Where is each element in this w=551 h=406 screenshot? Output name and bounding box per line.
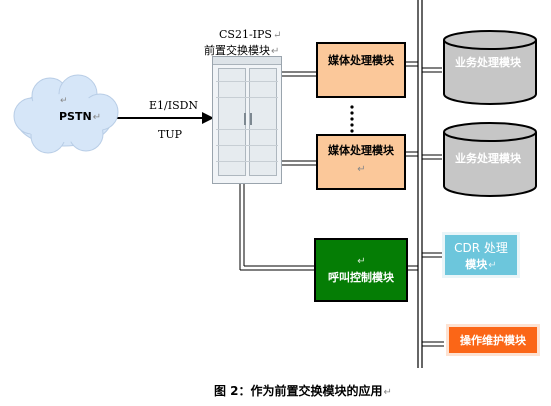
media-processing-module-1: 媒体处理模块 bbox=[316, 42, 406, 98]
call-control-label: 呼叫控制模块 bbox=[328, 270, 394, 284]
figure-caption: 图 2：作为前置交换模块的应用↵ bbox=[214, 384, 392, 398]
ellipsis-dot bbox=[350, 105, 354, 109]
cdr-processing-module: CDR 处理 模块↵ bbox=[442, 232, 520, 278]
pstn-return-mark: ↵ bbox=[60, 96, 68, 106]
ellipsis-dot bbox=[350, 129, 354, 133]
service-module-2-label: 业务处理模块 bbox=[455, 152, 521, 165]
service-processing-drum-2-icon bbox=[443, 122, 537, 197]
ips-name-label: 前置交换模块↵ bbox=[204, 44, 280, 57]
ops-module-label: 操作维护模块 bbox=[460, 334, 526, 347]
service-processing-drum-1-icon bbox=[443, 30, 537, 105]
link-top-label: E1/ISDN bbox=[149, 99, 199, 112]
pstn-cloud-icon bbox=[13, 74, 119, 154]
ellipsis-dot bbox=[350, 123, 354, 127]
arrow-head-right bbox=[202, 112, 214, 124]
cdr-module-line1: CDR 处理 bbox=[454, 240, 508, 255]
ellipsis-dot bbox=[350, 111, 354, 115]
ips-model-label: CS21-IPS↵ bbox=[219, 28, 282, 41]
media-processing-module-2: 媒体处理模块 ↵ bbox=[316, 134, 406, 190]
pstn-label: PSTN↵ bbox=[59, 110, 102, 123]
ips-rack-icon bbox=[212, 56, 282, 184]
call-control-module: ↵ 呼叫控制模块 bbox=[314, 238, 408, 302]
ops-maintenance-module: 操作维护模块 bbox=[446, 324, 540, 356]
ellipsis-dot bbox=[350, 117, 354, 121]
media-module-1-label: 媒体处理模块 bbox=[328, 54, 394, 67]
media-module-2-label: 媒体处理模块 bbox=[328, 144, 394, 157]
link-bottom-label: TUP bbox=[158, 128, 183, 141]
service-module-1-label: 业务处理模块 bbox=[455, 56, 521, 69]
cdr-module-line2: 模块↵ bbox=[465, 257, 497, 271]
